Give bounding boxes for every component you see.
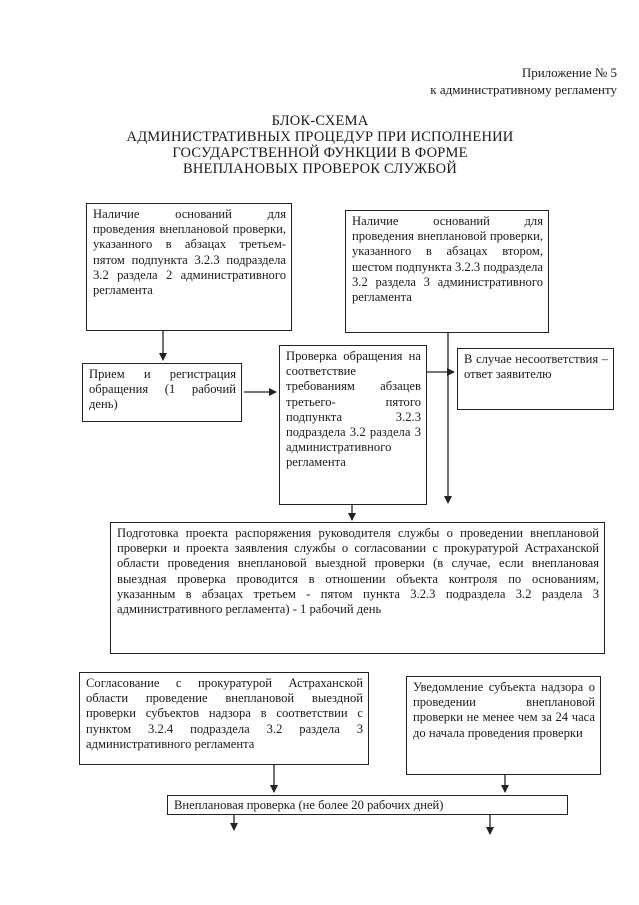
appendix-header: Приложение № 5 к административному регла… [430,64,617,98]
box-notification-text: Уведомление субъекта надзора о проведени… [413,680,595,740]
box-registration-text: Прием и регистрация обращения (1 рабочий… [89,367,236,412]
box-order-draft-text: Подготовка проекта распоряжения руководи… [117,526,599,617]
title-line-3: ГОСУДАРСТВЕННОЙ ФУНКЦИИ В ФОРМЕ [172,145,468,161]
title-line-2: АДМИНИСТРАТИВНЫХ ПРОЦЕДУР ПРИ ИСПОЛНЕНИИ [126,129,514,145]
box-registration: Прием и регистрация обращения (1 рабочий… [82,363,242,422]
appendix-reference: к административному регламенту [430,82,617,97]
box-grounds-third-fifth: Наличие оснований для проведения внеплан… [86,203,292,331]
box-unscheduled-inspection-text: Внеплановая проверка (не более 20 рабочи… [174,798,444,812]
diagram-title: БЛОК-СХЕМА АДМИНИСТРАТИВНЫХ ПРОЦЕДУР ПРИ… [120,113,520,177]
box-compliance-check: Проверка обращения на соответствие требо… [279,345,427,505]
box-prosecutor-approval-text: Согласование с прокуратурой Астраханской… [86,676,363,751]
box-grounds-second-sixth-text: Наличие оснований для проведения внеплан… [352,214,543,305]
box-compliance-check-text: Проверка обращения на соответствие требо… [286,349,421,470]
box-grounds-second-sixth: Наличие оснований для проведения внеплан… [345,210,549,333]
box-order-draft: Подготовка проекта распоряжения руководи… [110,522,605,654]
appendix-number: Приложение № 5 [521,65,617,80]
box-notification: Уведомление субъекта надзора о проведени… [406,676,601,775]
title-line-1: БЛОК-СХЕМА [271,113,369,129]
box-prosecutor-approval: Согласование с прокуратурой Астраханской… [79,672,369,765]
box-unscheduled-inspection: Внеплановая проверка (не более 20 рабочи… [167,795,568,815]
box-mismatch: В случае несоответствия – ответ заявител… [457,348,614,410]
box-grounds-third-fifth-text: Наличие оснований для проведения внеплан… [93,207,286,298]
box-mismatch-text: В случае несоответствия – ответ заявител… [464,352,608,382]
title-line-4: ВНЕПЛАНОВЫХ ПРОВЕРОК СЛУЖБОЙ [182,161,458,177]
